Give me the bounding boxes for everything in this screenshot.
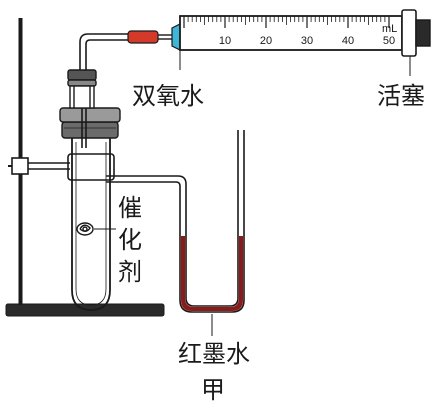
label-figure: 甲 [201, 376, 225, 404]
syringe-unit: mL [382, 23, 397, 35]
syringe-tick-label: 50 [383, 35, 395, 47]
iron-stand [5, 18, 165, 317]
side-tube [106, 175, 187, 236]
label-red-ink: 红墨水 [178, 340, 250, 368]
label-hydrogen-peroxide: 双氧水 [132, 82, 204, 110]
catalyst [76, 222, 94, 236]
syringe-tick-label: 30 [301, 35, 313, 47]
label-plunger: 活塞 [377, 82, 425, 110]
rubber-stopper [59, 107, 121, 139]
top-sleeve [67, 69, 97, 109]
clamp-boss [11, 157, 29, 175]
syringe-plunger-head [415, 19, 431, 47]
feed-tube [79, 33, 128, 148]
label-catalyst-char: 剂 [118, 258, 142, 286]
label-catalyst-char: 催 [118, 194, 142, 222]
syringe-tick-label: 40 [342, 35, 354, 47]
syringe-tick-label: 10 [219, 35, 231, 47]
syringe-scale: 10 20 30 40 50 [183, 16, 395, 47]
syringe: 10 20 30 40 50 mL [171, 9, 431, 57]
red-ink-column [181, 236, 243, 311]
u-tube [179, 130, 245, 313]
test-tube [71, 138, 111, 311]
syringe-plunger-seal [401, 9, 417, 57]
rubber-connector [127, 30, 159, 44]
syringe-hub [171, 23, 181, 51]
label-catalyst: 催化剂 [118, 194, 142, 286]
syringe-tick-label: 20 [260, 35, 272, 47]
label-catalyst-char: 化 [118, 226, 142, 254]
clamp-jaw [67, 153, 115, 181]
